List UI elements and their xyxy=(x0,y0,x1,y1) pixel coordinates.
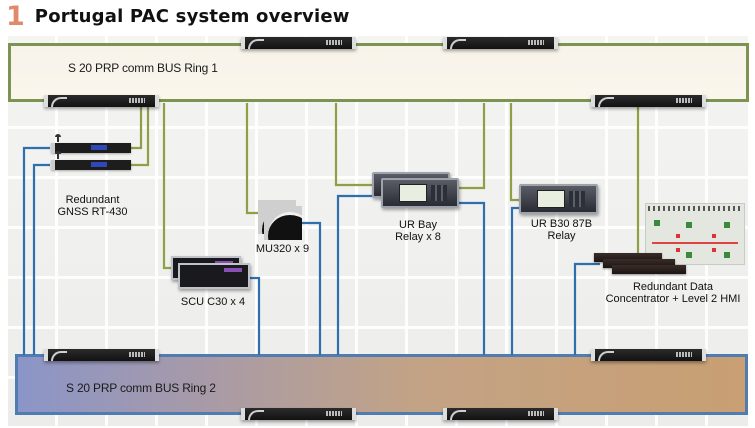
wire-mu-ring1 xyxy=(245,103,258,215)
ring-1-label: S 20 PRP comm BUS Ring 1 xyxy=(68,61,218,75)
gnss-label-line2: GNSS RT-430 xyxy=(57,206,128,218)
ur-b30-label-line2: Relay xyxy=(547,230,576,242)
gnss-unit xyxy=(51,143,131,153)
wire-urb30-ring2 xyxy=(510,206,520,355)
wire-gnss1-ring1 xyxy=(131,103,143,150)
wire-urbay-ring1-a xyxy=(334,103,375,187)
ring-2-bus xyxy=(15,354,748,415)
ring-1-switch xyxy=(443,37,558,49)
wire-urb30-ring1 xyxy=(509,103,520,202)
wire-urbay-ring1-b xyxy=(448,103,486,190)
wire-scu-ring2 xyxy=(247,276,261,355)
ur-b30-label-line1: UR B30 87B xyxy=(530,218,593,230)
wire-dc-ring2 xyxy=(573,262,600,355)
ring-1-switch xyxy=(44,95,159,107)
wire-gnss2-ring2 xyxy=(32,163,50,355)
title-text: Portugal PAC system overview xyxy=(34,6,350,27)
section-number: 1 xyxy=(6,1,25,32)
dc-hmi-label-line2: Concentrator + Level 2 HMI xyxy=(605,293,741,305)
gnss-label-line1: Redundant xyxy=(65,194,120,206)
ring-2-switch xyxy=(44,349,159,361)
antenna-icon xyxy=(55,151,61,159)
ur-b30-label: UR B30 87B Relay xyxy=(524,218,599,242)
wire-gnss1-ring2 xyxy=(22,146,50,355)
wire-urbay-ring2-b xyxy=(458,201,486,355)
wire-scu-ring1 xyxy=(162,103,174,270)
wire-urbay-ring2-a xyxy=(336,194,375,355)
ring-2-switch xyxy=(443,408,558,420)
page-title: 1 Portugal PAC system overview xyxy=(6,2,350,32)
ur-bay-label-line1: UR Bay xyxy=(399,219,437,231)
ring-2-switch xyxy=(591,349,706,361)
scu-label: SCU C30 x 4 xyxy=(180,296,246,308)
ring-1-bus xyxy=(8,43,749,102)
ring-1-switch xyxy=(241,37,356,49)
ur-bay-label-line2: Relay x 8 xyxy=(395,231,441,243)
mu320-label: MU320 x 9 xyxy=(255,243,310,255)
ring-1-switch xyxy=(591,95,706,107)
antenna-icon xyxy=(55,134,61,142)
wire-mu-ring2 xyxy=(296,221,322,355)
wire-gnss2-ring1 xyxy=(131,103,150,167)
dc-hmi-label: Redundant Data Concentrator + Level 2 HM… xyxy=(588,281,755,305)
gnss-unit xyxy=(51,160,131,170)
ur-bay-label: UR Bay Relay x 8 xyxy=(383,219,453,243)
ring-2-switch xyxy=(241,408,356,420)
ring-2-label: S 20 PRP comm BUS Ring 2 xyxy=(66,381,216,395)
gnss-label: Redundant GNSS RT-430 xyxy=(55,194,130,218)
dc-hmi-label-line1: Redundant Data xyxy=(632,281,714,293)
